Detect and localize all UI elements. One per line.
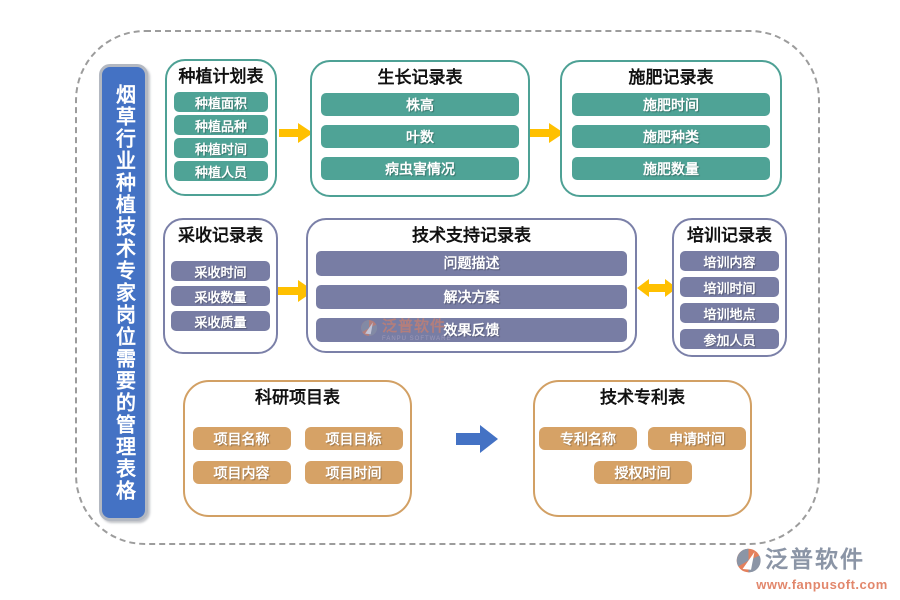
- field-pill: 项目内容: [192, 461, 291, 485]
- field-pill: 采收时间: [171, 261, 270, 282]
- table-card-planting-plan: 种植计划表 种植面积 种植品种 种植时间 种植人员: [165, 59, 277, 196]
- table-card-research-project: 科研项目表 项目名称 项目目标 项目内容 项目时间: [183, 380, 412, 517]
- footer-brand-name: 泛普软件: [765, 546, 865, 572]
- field-pill: 种植人员: [174, 161, 268, 182]
- watermark-brand-sub: FANPU SOFTWARE: [382, 336, 452, 342]
- field-pill: 解决方案: [316, 284, 627, 309]
- table-title: 技术支持记录表: [412, 226, 531, 245]
- fanpu-logo-icon: [735, 547, 762, 579]
- field-pill: 项目目标: [304, 427, 403, 451]
- table-card-tech-patent: 技术专利表 专利名称 申请时间 授权时间: [533, 380, 752, 517]
- field-pill: 项目时间: [304, 461, 403, 485]
- flow-arrow-right-icon: [530, 123, 564, 148]
- field-pill: 问题描述: [316, 251, 627, 276]
- field-pill: 施肥时间: [572, 93, 770, 117]
- footer-brand-url: www.fanpusoft.com: [756, 577, 888, 592]
- table-title: 施肥记录表: [628, 68, 714, 87]
- field-pill: 施肥种类: [572, 125, 770, 149]
- flow-arrow-blue-icon: [456, 425, 498, 458]
- table-title: 采收记录表: [178, 226, 263, 245]
- field-pill: 株高: [321, 93, 519, 117]
- field-pill: 施肥数量: [572, 157, 770, 181]
- watermark-center: 泛普软件 FANPU SOFTWARE: [360, 319, 451, 342]
- field-pill: 种植品种: [174, 115, 268, 136]
- field-pill: 培训地点: [680, 303, 779, 324]
- field-pill: 种植面积: [174, 92, 268, 113]
- table-title: 培训记录表: [687, 226, 772, 245]
- table-title: 种植计划表: [178, 67, 264, 86]
- flow-arrow-right-icon: [279, 123, 313, 148]
- flow-arrow-right-icon: [278, 280, 314, 307]
- field-pill: 病虫害情况: [321, 157, 519, 181]
- field-pill: 项目名称: [192, 427, 291, 451]
- field-pill: 申请时间: [648, 427, 746, 451]
- table-title: 生长记录表: [377, 68, 463, 87]
- watermark-brand: 泛普软件: [382, 318, 447, 335]
- table-title: 技术专利表: [600, 388, 685, 407]
- flow-arrow-double-icon: [637, 276, 677, 305]
- diagram-title-bar: 烟草行业种植技术专家岗位需要的管理表格: [99, 64, 148, 521]
- table-card-fertilize-record: 施肥记录表 施肥时间 施肥种类 施肥数量: [560, 60, 782, 197]
- table-card-growth-record: 生长记录表 株高 叶数 病虫害情况: [310, 60, 530, 197]
- table-card-training-record: 培训记录表 培训内容 培训时间 培训地点 参加人员: [672, 218, 787, 357]
- table-card-harvest-record: 采收记录表 采收时间 采收数量 采收质量: [163, 218, 278, 354]
- field-pill: 采收质量: [171, 311, 270, 332]
- field-pill: 采收数量: [171, 286, 270, 307]
- diagram-title: 烟草行业种植技术专家岗位需要的管理表格: [112, 83, 135, 502]
- table-card-support-record: 技术支持记录表 问题描述 解决方案 效果反馈: [306, 218, 637, 353]
- field-pill: 参加人员: [680, 329, 779, 350]
- field-pill: 培训内容: [680, 251, 779, 272]
- field-pill: 专利名称: [539, 427, 637, 451]
- field-pill: 授权时间: [593, 461, 692, 485]
- fanpu-logo-icon: [360, 319, 378, 342]
- table-title: 科研项目表: [255, 388, 340, 407]
- field-pill: 培训时间: [680, 277, 779, 298]
- dashed-outline: [75, 30, 820, 545]
- field-pill: 种植时间: [174, 138, 268, 159]
- footer-brand: 泛普软件 www.fanpusoft.com: [735, 546, 895, 595]
- field-pill: 叶数: [321, 125, 519, 149]
